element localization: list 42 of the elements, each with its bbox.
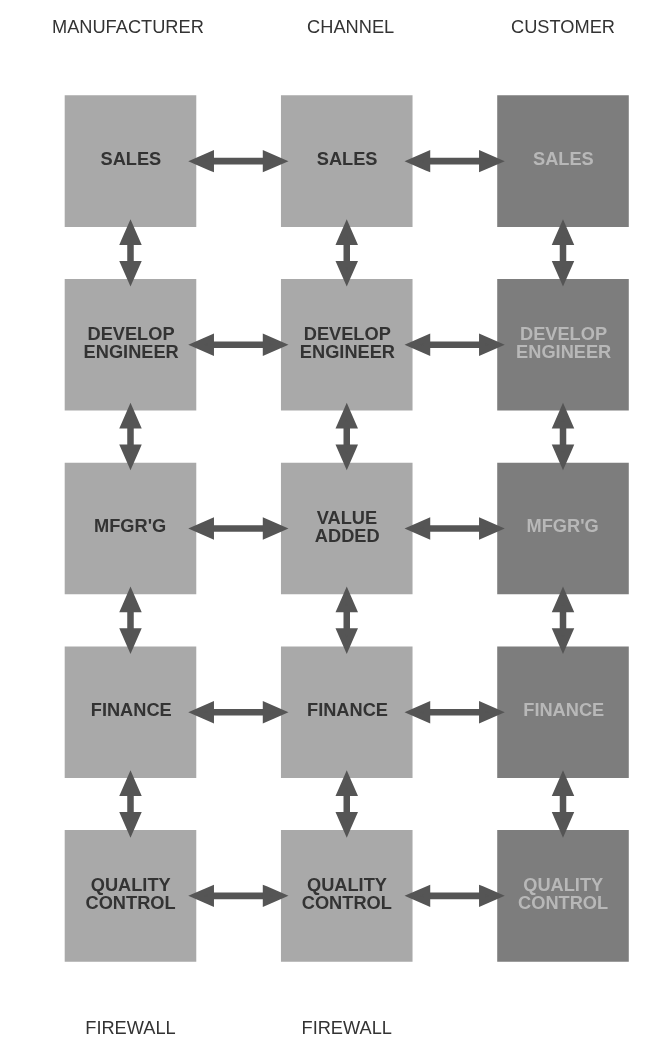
arrow	[187, 333, 288, 357]
arrow	[551, 586, 574, 654]
arrow	[404, 884, 505, 908]
arrow	[335, 402, 358, 471]
arrow	[551, 402, 574, 471]
arrow	[118, 402, 142, 471]
arrow	[118, 219, 142, 287]
node-box: MFGR'G	[496, 462, 629, 595]
label: FIREWALL	[301, 1016, 392, 1038]
node-box: QUALITY CONTROL	[496, 830, 629, 962]
node-box: DEVELOP ENGINEER	[496, 279, 629, 411]
arrow	[187, 884, 288, 908]
label: FIREWALL	[84, 1016, 176, 1038]
arrow	[118, 770, 142, 838]
arrow	[335, 219, 358, 287]
arrow	[118, 586, 142, 654]
label: MANUFACTURER	[51, 16, 204, 38]
node-box: VALUE ADDED	[280, 462, 413, 595]
arrow	[551, 770, 574, 838]
node-box: QUALITY CONTROL	[280, 830, 413, 962]
node-box: FINANCE	[496, 646, 629, 778]
arrow	[404, 700, 505, 724]
arrow	[404, 149, 505, 173]
arrow	[187, 149, 288, 173]
arrow	[335, 586, 358, 654]
node-box: SALES	[496, 95, 629, 227]
label: CUSTOMER	[510, 16, 615, 38]
arrow	[187, 700, 288, 724]
node-box: FINANCE	[64, 646, 196, 778]
node-box: SALES	[280, 95, 413, 227]
label: CHANNEL	[306, 16, 394, 38]
arrow	[187, 517, 288, 540]
node-box: MFGR'G	[64, 462, 196, 595]
node-box: SALES	[64, 95, 196, 227]
node-box: DEVELOP ENGINEER	[280, 279, 413, 411]
arrow	[404, 333, 505, 357]
arrow	[335, 770, 358, 838]
arrow	[551, 219, 574, 287]
node-box: DEVELOP ENGINEER	[64, 279, 196, 411]
node-box: FINANCE	[280, 646, 413, 778]
arrow	[404, 517, 505, 540]
node-box: QUALITY CONTROL	[64, 830, 196, 962]
